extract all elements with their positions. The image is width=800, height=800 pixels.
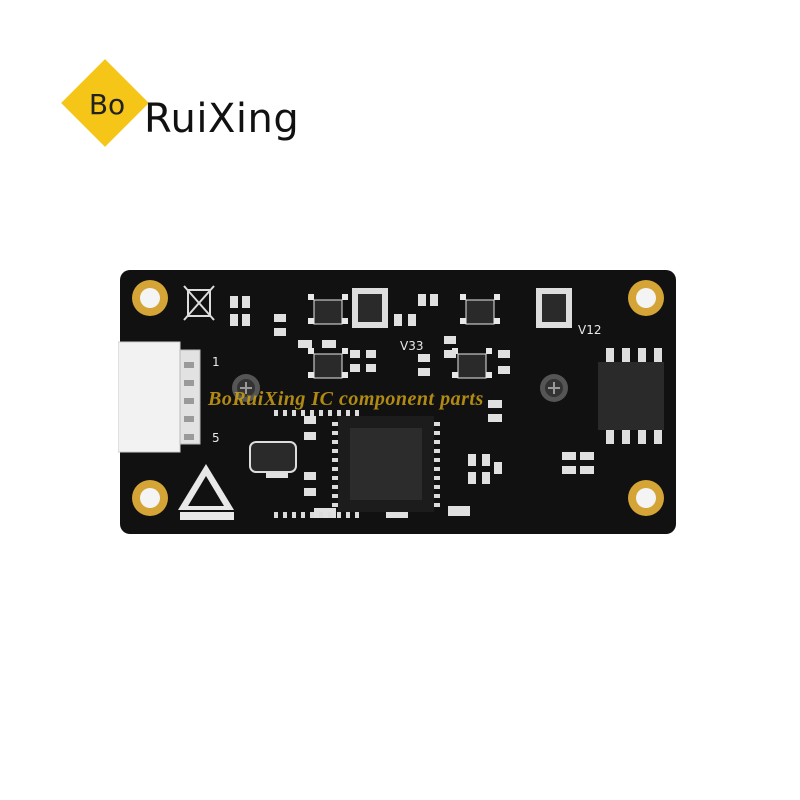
mounting-hole-top-right (628, 280, 664, 316)
brand-logo: Bo RuiXing (52, 59, 312, 152)
logo-mark-text: Bo (88, 88, 126, 121)
eeprom-chip (598, 348, 664, 444)
pin-5-label: 5 (212, 431, 220, 445)
v12-label: V12 (578, 323, 601, 337)
crystal-oscillator (249, 441, 297, 473)
v33-label: V33 (400, 339, 423, 353)
pin-1-label: 1 (212, 355, 220, 369)
regulator-1 (308, 294, 348, 325)
inductor-1 (352, 288, 388, 328)
edge-connector (118, 341, 201, 453)
weee-bin-icon (183, 285, 215, 321)
screw-right (540, 374, 568, 402)
watermark-text: BoRuiXing IC component parts (208, 388, 484, 410)
logo-brand-name: RuiXing (144, 96, 300, 142)
circuit-board-image: 1 5 (118, 266, 678, 538)
screw-left (232, 374, 260, 402)
regulator-4 (452, 348, 492, 379)
regulator-2 (460, 294, 500, 325)
mounting-hole-top-left (132, 280, 168, 316)
regulator-3 (308, 348, 348, 379)
main-controller-chip (338, 416, 434, 512)
esd-warning-icon (178, 464, 234, 520)
mounting-hole-bottom-left (132, 480, 168, 516)
main-chip-pins (274, 410, 440, 518)
inductor-2 (536, 288, 572, 328)
mounting-hole-bottom-right (628, 480, 664, 516)
